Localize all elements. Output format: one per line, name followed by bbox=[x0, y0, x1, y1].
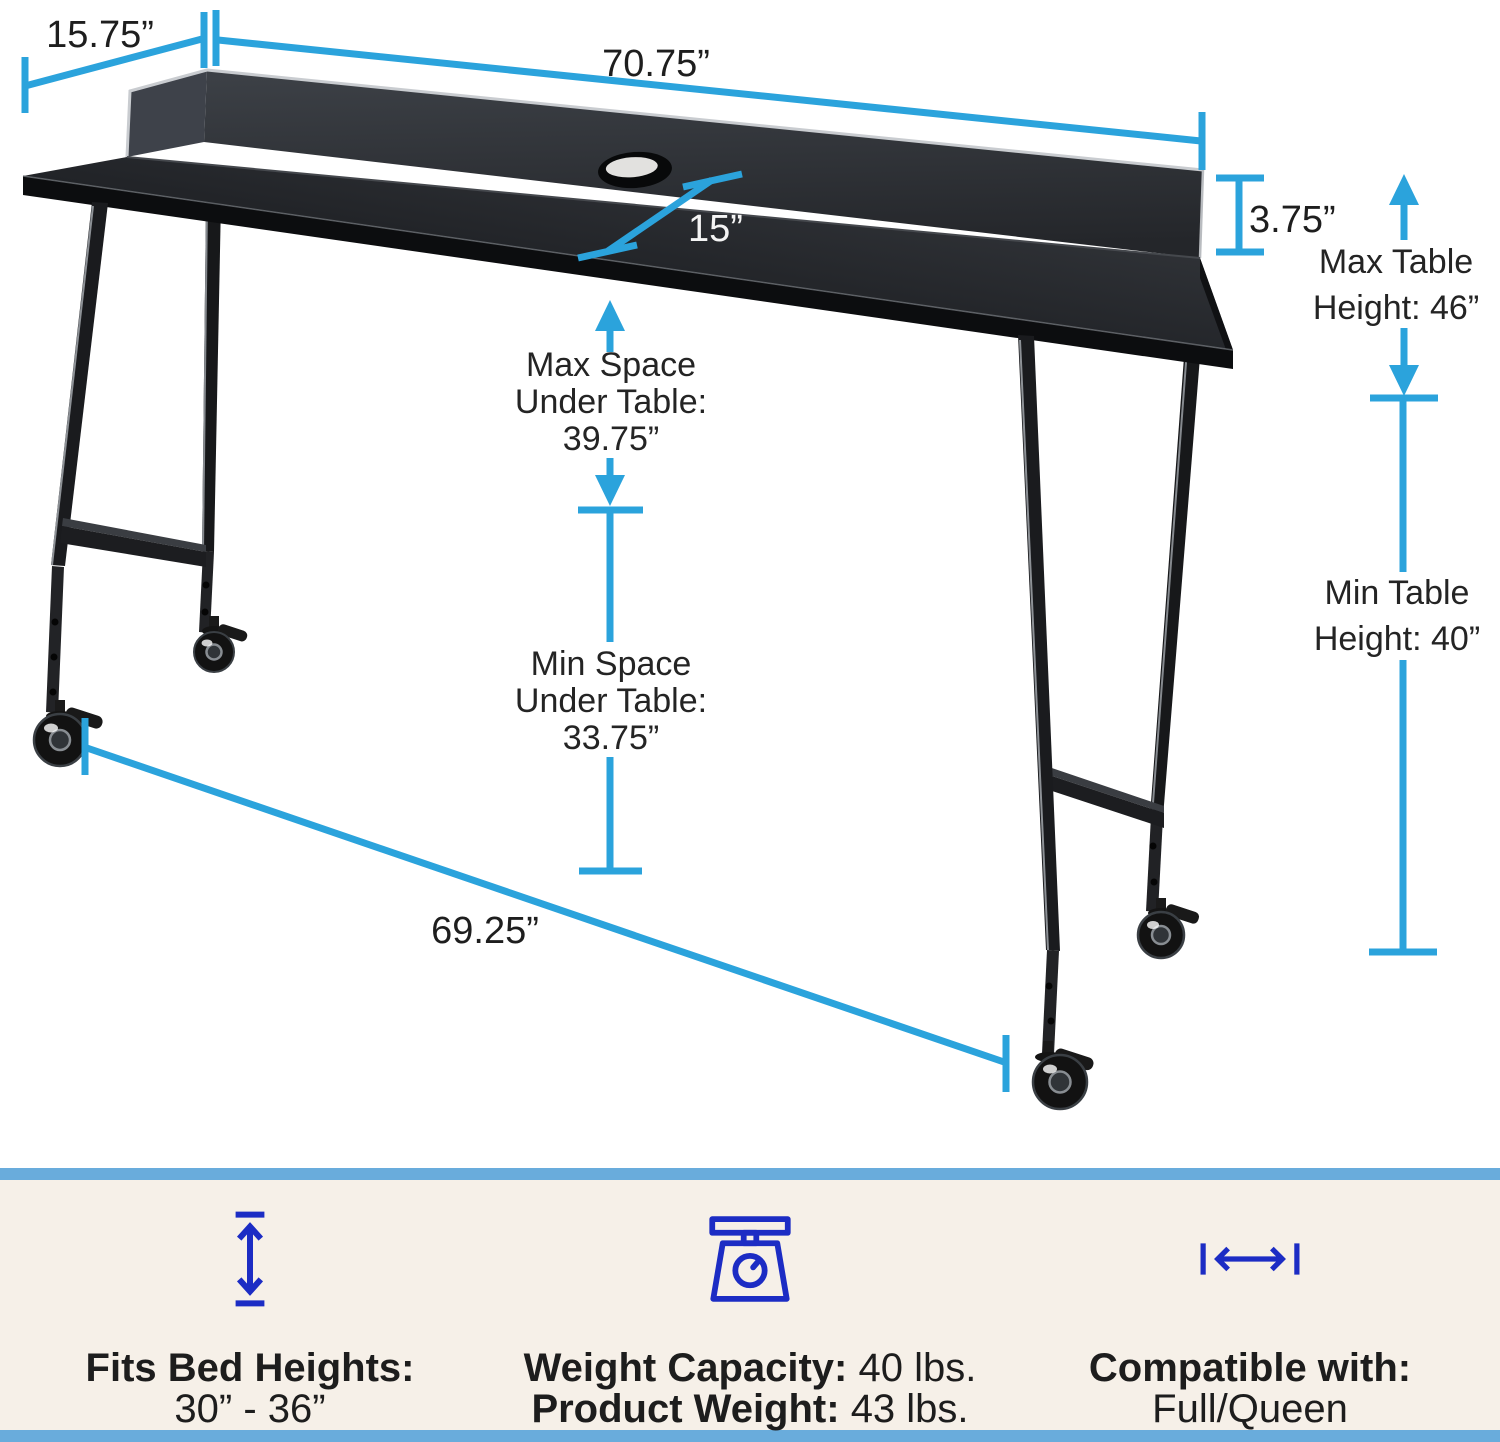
spec-footer-bar: Fits Bed Heights: 30” - 36” Weight Capac… bbox=[0, 1168, 1500, 1442]
front-left-caster bbox=[32, 700, 103, 768]
max-table-height-label-line2: Height: 46” bbox=[1313, 289, 1479, 327]
lip-height-label: 3.75” bbox=[1249, 199, 1336, 241]
bed-heights-value: 30” - 36” bbox=[174, 1387, 326, 1431]
weight-capacity-value: 40 lbs. bbox=[858, 1346, 977, 1390]
min-space-dimension bbox=[579, 513, 642, 875]
bed-heights-label: Fits Bed Heights: bbox=[85, 1346, 415, 1390]
rear-right-leg bbox=[1146, 330, 1202, 912]
max-table-height-dimension bbox=[1370, 174, 1438, 402]
spec-item-bed-heights: Fits Bed Heights: 30” - 36” bbox=[0, 1180, 500, 1430]
base-width-label: 69.25” bbox=[431, 910, 539, 952]
width-dimension-line bbox=[217, 36, 1206, 170]
diagram-canvas: 15.75” 70.75” 15” 3.75” Max Table Height… bbox=[21, 10, 1480, 1111]
min-table-height-dimension bbox=[1369, 398, 1437, 956]
rear-right-caster bbox=[1136, 898, 1200, 960]
depth-label: 15.75” bbox=[46, 14, 154, 56]
desktop-surface bbox=[22, 156, 1234, 369]
front-right-leg bbox=[1018, 335, 1060, 1054]
backstop-lip bbox=[125, 68, 1205, 259]
min-table-height-label-line1: Min Table bbox=[1325, 574, 1470, 612]
bed-width-icon bbox=[1200, 1180, 1300, 1338]
product-weight-value: 43 lbs. bbox=[850, 1387, 969, 1431]
min-table-height-label-line2: Height: 40” bbox=[1314, 620, 1480, 658]
rear-left-caster bbox=[193, 616, 248, 673]
weight-scale-icon bbox=[708, 1180, 792, 1338]
spec-item-compatibility: Compatible with: Full/Queen bbox=[1000, 1180, 1500, 1430]
compatibility-value: Full/Queen bbox=[1152, 1387, 1348, 1431]
max-space-label-line2: Under Table: bbox=[515, 383, 707, 421]
min-space-label-line3: 33.75” bbox=[563, 719, 659, 757]
grommet-label: 15” bbox=[688, 208, 743, 250]
bed-height-range-icon bbox=[233, 1180, 267, 1338]
right-crossbar bbox=[1040, 764, 1164, 828]
left-crossbar bbox=[60, 518, 206, 567]
depth-dimension-line bbox=[21, 10, 220, 113]
grommet-dimension-line bbox=[577, 170, 743, 262]
dimension-lines bbox=[21, 10, 1438, 1092]
base-width-dimension-line bbox=[81, 718, 1010, 1092]
rear-left-leg bbox=[199, 200, 221, 633]
width-label: 70.75” bbox=[602, 43, 710, 85]
front-right-caster bbox=[1031, 1041, 1094, 1111]
product-weight-label: Product Weight: bbox=[531, 1387, 840, 1431]
spec-item-weight: Weight Capacity: 40 lbs. Product Weight:… bbox=[500, 1180, 1000, 1430]
cable-grommet-hole bbox=[598, 151, 672, 189]
front-left-leg bbox=[46, 202, 108, 713]
min-space-label-line2: Under Table: bbox=[515, 682, 707, 720]
min-space-label-line1: Min Space bbox=[531, 645, 692, 683]
compatibility-label: Compatible with: bbox=[1088, 1346, 1412, 1390]
max-space-label-line1: Max Space bbox=[526, 346, 696, 384]
max-space-label-line3: 39.75” bbox=[563, 420, 659, 458]
overbed-table-illustration bbox=[22, 68, 1234, 1111]
lip-dimension-line bbox=[1216, 174, 1264, 256]
max-space-dimension bbox=[578, 300, 643, 514]
max-table-height-label-line1: Max Table bbox=[1319, 243, 1473, 281]
weight-capacity-label: Weight Capacity: bbox=[523, 1346, 848, 1390]
